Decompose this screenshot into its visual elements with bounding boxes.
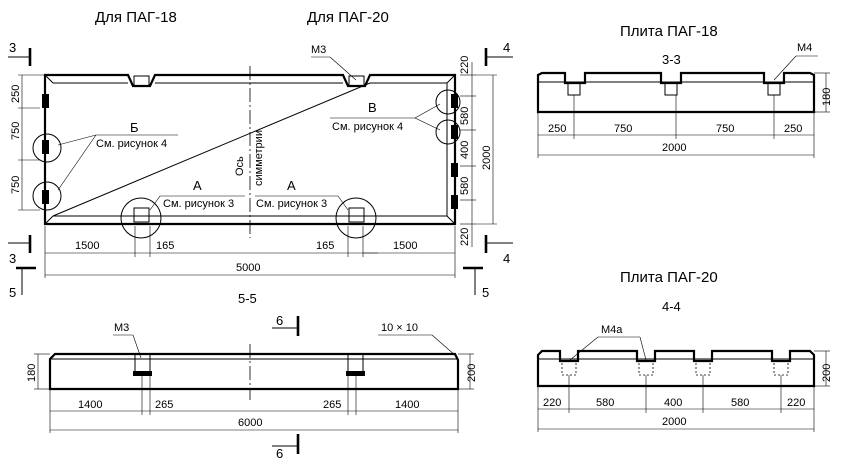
section-mark-3-top: 3 <box>9 40 16 55</box>
section-4-4-title: 4-4 <box>662 299 681 314</box>
s33-dim-3: 250 <box>784 123 802 135</box>
loop-bottom-left <box>133 207 150 223</box>
section-mark-6-bottom: 6 <box>276 446 283 461</box>
section-mark-3-bottom: 3 <box>9 251 16 266</box>
s33-dim-0: 250 <box>548 123 566 135</box>
plan-dim-right-1: 580 <box>459 107 471 125</box>
section-mark-4-top: 4 <box>503 40 510 55</box>
s55-dim-total: 6000 <box>238 417 262 429</box>
s33-dim-1: 750 <box>614 123 632 135</box>
section-4-4: 4-4 М4а 200 220 580 400 580 220 2000 <box>536 299 833 432</box>
s55-dim-3: 1400 <box>395 399 419 411</box>
section-3-3-m4-label: М4 <box>797 42 812 54</box>
s55-dim-1: 265 <box>155 399 173 411</box>
section-3-3-title: 3-3 <box>662 52 681 67</box>
heading-pag20: Для ПАГ-20 <box>307 9 389 26</box>
plan-m3-label: М3 <box>311 44 326 56</box>
plan-dim-total: 5000 <box>236 262 260 274</box>
callout-letter-b: Б <box>130 120 139 135</box>
callout-letter-a-right: А <box>287 178 296 193</box>
section-5-5-title: 5-5 <box>238 291 257 306</box>
detail-circle-v-lower <box>435 119 461 145</box>
section-5-5: 5-5 М3 10 × 10 6 6 180 200 14 <box>26 291 478 461</box>
callout-letter-a-left: А <box>193 178 202 193</box>
detail-circle-b-lower <box>32 181 62 211</box>
plan-dim-bottom-1: 165 <box>156 240 174 252</box>
s33-dim-2: 750 <box>716 123 734 135</box>
s55-dim-2: 265 <box>323 399 341 411</box>
plan-dim-right-4: 220 <box>459 228 471 246</box>
section-4-4-m4a-label: М4а <box>601 324 623 336</box>
plan-dim-bottom-2: 165 <box>316 240 334 252</box>
section-mark-4-bottom: 4 <box>503 251 510 266</box>
plan-dim-bottom-3: 1500 <box>393 240 417 252</box>
s55-dim-h-left: 180 <box>26 364 38 382</box>
s44-dim-2: 400 <box>664 397 682 409</box>
callout-letter-v: В <box>368 100 377 115</box>
section-4-4-body <box>536 349 816 388</box>
loop-bottom-right <box>348 207 365 223</box>
callout-v-ref: См. рисунок 4 <box>332 121 403 133</box>
heading-plate20: Плита ПАГ-20 <box>620 269 718 286</box>
detail-circle-a-left <box>120 197 162 239</box>
plan-dim-left-2: 750 <box>10 176 22 194</box>
detail-circle-v-upper <box>435 89 461 115</box>
s44-dim-height: 200 <box>821 364 833 382</box>
section-3-3: 3-3 М4 180 250 750 750 250 2000 <box>536 42 833 158</box>
section-mark-6-top: 6 <box>276 313 283 328</box>
s33-dim-total: 2000 <box>662 142 686 154</box>
loop-top-left <box>133 75 150 87</box>
s33-dim-height: 180 <box>821 88 833 106</box>
plan-dim-right-3: 580 <box>459 177 471 195</box>
plan-view: Ось симметрии М3 Б См. рисунок 4 В См. р… <box>8 40 513 300</box>
s55-dim-0: 1400 <box>78 399 102 411</box>
plan-dim-right-0: 220 <box>459 56 471 74</box>
heading-plate18: Плита ПАГ-18 <box>620 23 718 40</box>
s44-dim-0: 220 <box>543 397 561 409</box>
heading-pag18: Для ПАГ-18 <box>95 9 177 26</box>
s44-dim-total: 2000 <box>662 416 686 428</box>
loop-top-right <box>348 75 365 87</box>
detail-circle-a-right <box>335 197 377 239</box>
section-5-5-chamfer-label: 10 × 10 <box>381 322 418 334</box>
plan-dim-height: 2000 <box>481 146 493 170</box>
s55-dim-h-right: 200 <box>466 364 478 382</box>
s44-dim-4: 220 <box>787 397 805 409</box>
callout-b-ref: См. рисунок 4 <box>96 138 167 150</box>
plan-dim-left-0: 250 <box>10 85 22 103</box>
plan-dim-right-2: 400 <box>459 141 471 159</box>
plan-dim-bottom-0: 1500 <box>75 240 99 252</box>
s44-dim-1: 580 <box>596 397 614 409</box>
axis-label-1: Ось <box>234 156 246 176</box>
plan-dim-left-1: 750 <box>10 122 22 140</box>
section-5-5-m3-label: М3 <box>114 322 129 334</box>
s44-dim-3: 580 <box>731 397 749 409</box>
section-mark-5-left: 5 <box>9 285 16 300</box>
callout-a-left-ref: См. рисунок 3 <box>163 198 234 210</box>
callout-a-right-ref: См. рисунок 3 <box>256 198 327 210</box>
axis-label-2: симметрии <box>253 130 265 186</box>
section-mark-5-right: 5 <box>482 285 489 300</box>
detail-circle-b-upper <box>32 133 62 163</box>
section-3-3-body <box>536 71 816 114</box>
